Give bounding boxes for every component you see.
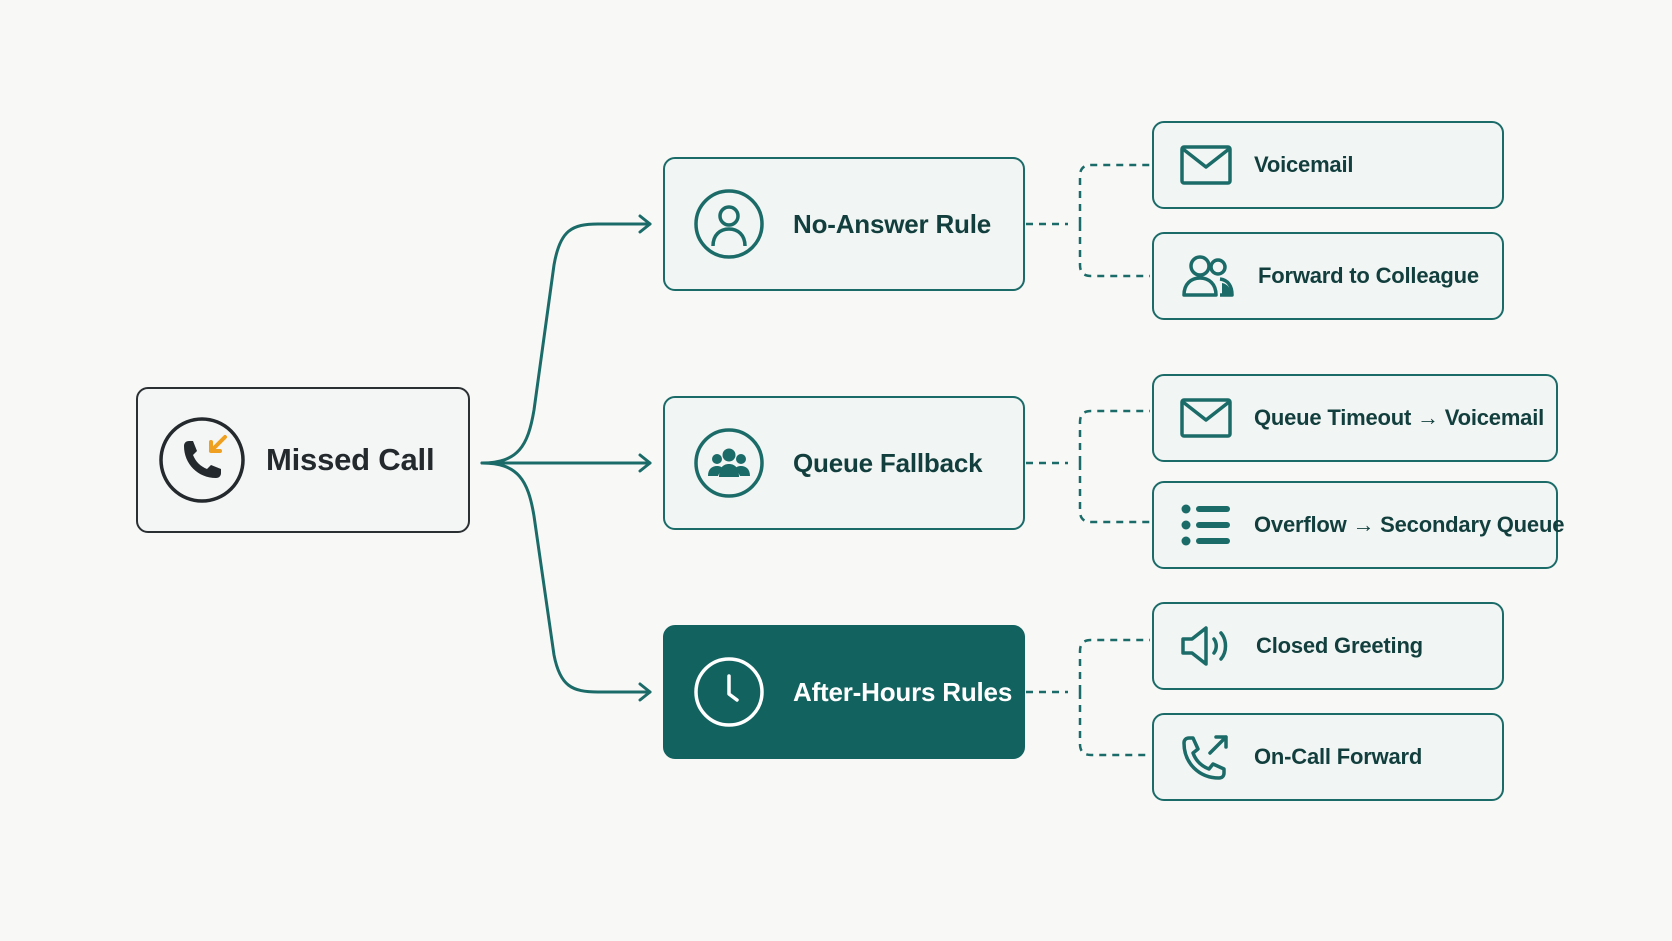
voicemail-action[interactable]: Voicemail <box>1152 121 1504 209</box>
no-answer-rule-label: No-Answer Rule <box>793 208 992 239</box>
group-icon <box>694 428 764 498</box>
user-icon <box>694 189 764 259</box>
closed-greeting-label: Closed Greeting <box>1256 633 1423 658</box>
queue-fallback-node[interactable]: Queue Fallback <box>663 396 1025 530</box>
arrow-to-no-answer-rule <box>480 214 652 465</box>
missed-call-icon <box>159 417 245 503</box>
no-answer-rule-node[interactable]: No-Answer Rule <box>663 157 1025 291</box>
dashed-connector-queue-fallback <box>1026 409 1150 524</box>
missed-call-label: Missed Call <box>266 442 435 477</box>
after-hours-rules-label: After-Hours Rules <box>793 676 1013 707</box>
arrow-to-after-hours-rules <box>480 461 652 702</box>
queue-timeout-voicemail-label: Queue Timeout → Voicemail <box>1254 405 1545 430</box>
clock-icon <box>694 657 764 727</box>
list-icon <box>1181 504 1230 546</box>
voicemail-label: Voicemail <box>1254 152 1354 177</box>
dashed-connector-after-hours-rules <box>1026 638 1150 757</box>
forward-to-colleague-action[interactable]: Forward to Colleague <box>1152 232 1504 320</box>
dashed-connector-no-answer-rule <box>1026 163 1150 278</box>
after-hours-rules-node[interactable]: After-Hours Rules <box>663 625 1025 759</box>
closed-greeting-action[interactable]: Closed Greeting <box>1152 602 1504 690</box>
overflow-secondary-queue-label: Overflow → Secondary Queue <box>1254 512 1565 537</box>
queue-fallback-label: Queue Fallback <box>793 447 983 478</box>
overflow-secondary-queue-action[interactable]: Overflow → Secondary Queue <box>1152 481 1564 569</box>
speaker-icon <box>1181 626 1228 666</box>
on-call-forward-label: On-Call Forward <box>1254 744 1423 769</box>
missed-call-node[interactable]: Missed Call <box>136 387 470 533</box>
phone-forward-icon <box>1182 735 1228 780</box>
queue-timeout-voicemail-action[interactable]: Queue Timeout → Voicemail <box>1152 374 1558 462</box>
envelope-icon <box>1180 398 1232 438</box>
users-icon <box>1182 255 1234 297</box>
forward-to-colleague-label: Forward to Colleague <box>1258 263 1479 288</box>
envelope-icon <box>1180 145 1232 185</box>
on-call-forward-action[interactable]: On-Call Forward <box>1152 713 1504 801</box>
